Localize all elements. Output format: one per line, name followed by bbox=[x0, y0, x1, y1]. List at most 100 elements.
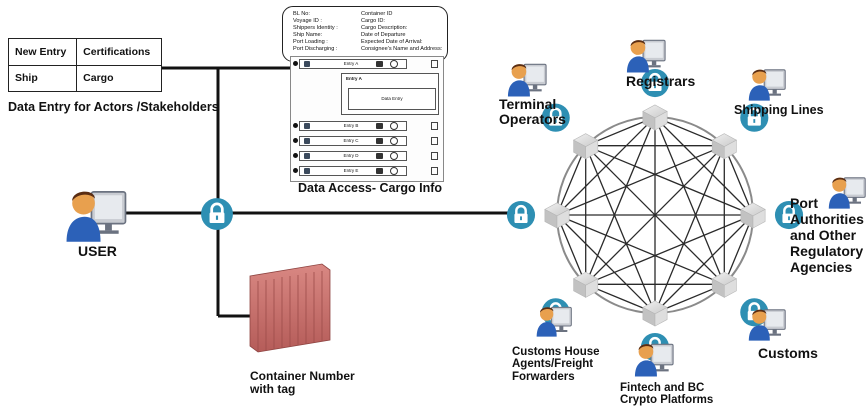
document-icon[interactable] bbox=[431, 122, 438, 130]
shipping-lines-person-icon bbox=[748, 69, 786, 102]
mesh-link bbox=[723, 145, 754, 216]
document-icon[interactable] bbox=[431, 60, 438, 68]
port-label-line: Authorities bbox=[790, 210, 864, 227]
fintech-label-line: Crypto Platforms bbox=[620, 394, 714, 407]
bill-row: Port Discharging : Consignee's Name and A… bbox=[293, 46, 443, 52]
bill-field-label: Cargo Description: bbox=[361, 25, 408, 31]
customs-agents-person-icon bbox=[536, 306, 572, 338]
bullet-icon bbox=[293, 153, 298, 158]
mesh-link bbox=[723, 214, 754, 285]
clock-icon bbox=[390, 152, 398, 160]
bill-field-label: Port Discharging : bbox=[293, 46, 338, 52]
document-icon[interactable] bbox=[431, 167, 438, 175]
data-access-caption: Data Access- Cargo Info bbox=[298, 181, 443, 195]
expanded-entry: Entry A Data Entry bbox=[341, 73, 439, 115]
bill-row: Shippers Identity : Cargo Description: bbox=[293, 25, 443, 31]
port-label-line: Agencies bbox=[790, 258, 853, 275]
entry-row[interactable]: Entry C bbox=[299, 136, 407, 146]
clock-icon bbox=[390, 167, 398, 175]
bullet-icon bbox=[293, 61, 298, 66]
entry-row[interactable]: Entry A bbox=[299, 59, 407, 69]
bill-field-label: Date of Departure bbox=[361, 32, 406, 38]
registrars-label: Registrars bbox=[626, 73, 696, 89]
agents-label-line: Agents/Freight bbox=[512, 358, 594, 371]
fintech-label-line: Fintech and BC bbox=[620, 382, 705, 394]
user-icon bbox=[304, 123, 310, 129]
bill-field-label: Cargo ID: bbox=[361, 18, 385, 24]
agents-label-line: Customs House bbox=[512, 346, 600, 358]
bill-row: Port Loading : Expected Date of Arrival: bbox=[293, 39, 443, 45]
entry-row[interactable]: Entry E bbox=[299, 166, 407, 176]
entry-label: Entry C bbox=[343, 138, 359, 143]
container-label: Container Number with tag bbox=[250, 370, 355, 396]
entry-row[interactable]: Entry D bbox=[299, 151, 407, 161]
user-label: USER bbox=[78, 243, 117, 259]
clock-icon bbox=[390, 122, 398, 130]
user-icon bbox=[304, 168, 310, 174]
lock-icon bbox=[376, 61, 383, 67]
document-icon[interactable] bbox=[431, 137, 438, 145]
entry-row[interactable]: Entry B bbox=[299, 121, 407, 131]
mesh-link bbox=[556, 214, 656, 314]
agents-label-line: Forwarders bbox=[512, 370, 575, 383]
bill-field-label: Shippers Identity : bbox=[293, 25, 338, 31]
port-authorities-label: Port Authorities and Other Regulatory Ag… bbox=[790, 195, 864, 276]
mesh-link bbox=[556, 214, 587, 285]
bullet-icon bbox=[293, 138, 298, 143]
customs-person-icon bbox=[748, 309, 786, 342]
bill-field-label: Expected Date of Arrival: bbox=[361, 39, 423, 45]
mesh-link bbox=[585, 214, 754, 285]
fintech-person-icon bbox=[634, 343, 674, 378]
mesh-link bbox=[556, 214, 725, 285]
mesh-link bbox=[585, 145, 725, 285]
bill-field-label: BL No: bbox=[293, 11, 310, 17]
data-entry-caption: Data Entry for Actors /Stakeholders bbox=[8, 100, 219, 114]
user-icon bbox=[304, 138, 310, 144]
bill-field-label: Container ID bbox=[361, 11, 393, 17]
ship-cell[interactable]: Ship bbox=[7, 64, 78, 92]
lock-icon bbox=[376, 168, 383, 174]
blockchain-mesh bbox=[506, 68, 804, 362]
entry-label: Entry B bbox=[343, 123, 359, 128]
entry-label: Entry E bbox=[343, 168, 359, 173]
bill-row: BL No: Container ID bbox=[293, 11, 443, 17]
document-icon[interactable] bbox=[431, 152, 438, 160]
certifications-cell[interactable]: Certifications bbox=[76, 38, 162, 66]
mesh-link bbox=[654, 116, 725, 285]
container-label-line: with tag bbox=[250, 381, 296, 396]
mesh-link bbox=[654, 145, 725, 314]
bill-field-label: Consignee's Name and Address: bbox=[361, 46, 443, 52]
entry-label: Entry A bbox=[343, 61, 359, 66]
bill-field-label: Ship Name: bbox=[293, 32, 323, 38]
user-person-icon bbox=[65, 190, 127, 243]
cargo-cell[interactable]: Cargo bbox=[76, 64, 162, 92]
user-icon bbox=[304, 153, 310, 159]
clock-icon bbox=[390, 137, 398, 145]
user-icon bbox=[304, 61, 310, 67]
mesh-link bbox=[556, 145, 587, 216]
lock-icon[interactable] bbox=[506, 200, 536, 230]
customs-agents-label: Customs House Agents/Freight Forwarders bbox=[512, 346, 600, 383]
registrars-person-icon bbox=[626, 39, 666, 74]
bill-field-label: Port Loading : bbox=[293, 39, 328, 45]
lock-icon[interactable] bbox=[200, 197, 234, 231]
lock-icon bbox=[376, 123, 383, 129]
bill-row: Ship Name: Date of Departure bbox=[293, 32, 443, 38]
bullet-icon bbox=[293, 123, 298, 128]
data-entry-box[interactable]: Data Entry bbox=[348, 88, 436, 110]
container-icon bbox=[249, 263, 331, 353]
shipping-lines-label: Shipping Lines bbox=[734, 103, 824, 117]
clock-icon bbox=[390, 60, 398, 68]
customs-label: Customs bbox=[758, 345, 818, 361]
bill-row: Voyage ID : Cargo ID: bbox=[293, 18, 443, 24]
bill-field-label: Voyage ID : bbox=[293, 18, 322, 24]
terminal-label-line: Terminal bbox=[499, 96, 557, 112]
mesh-link bbox=[556, 145, 725, 216]
port-label-line: Port bbox=[790, 195, 818, 211]
lock-icon bbox=[376, 138, 383, 144]
bill-of-lading-card: BL No:Container ID Voyage ID :Cargo ID: … bbox=[282, 6, 448, 62]
lock-icon bbox=[376, 153, 383, 159]
data-entry-table: New Entry Certifications Ship Cargo bbox=[7, 38, 162, 92]
new-entry-cell[interactable]: New Entry bbox=[7, 38, 78, 66]
